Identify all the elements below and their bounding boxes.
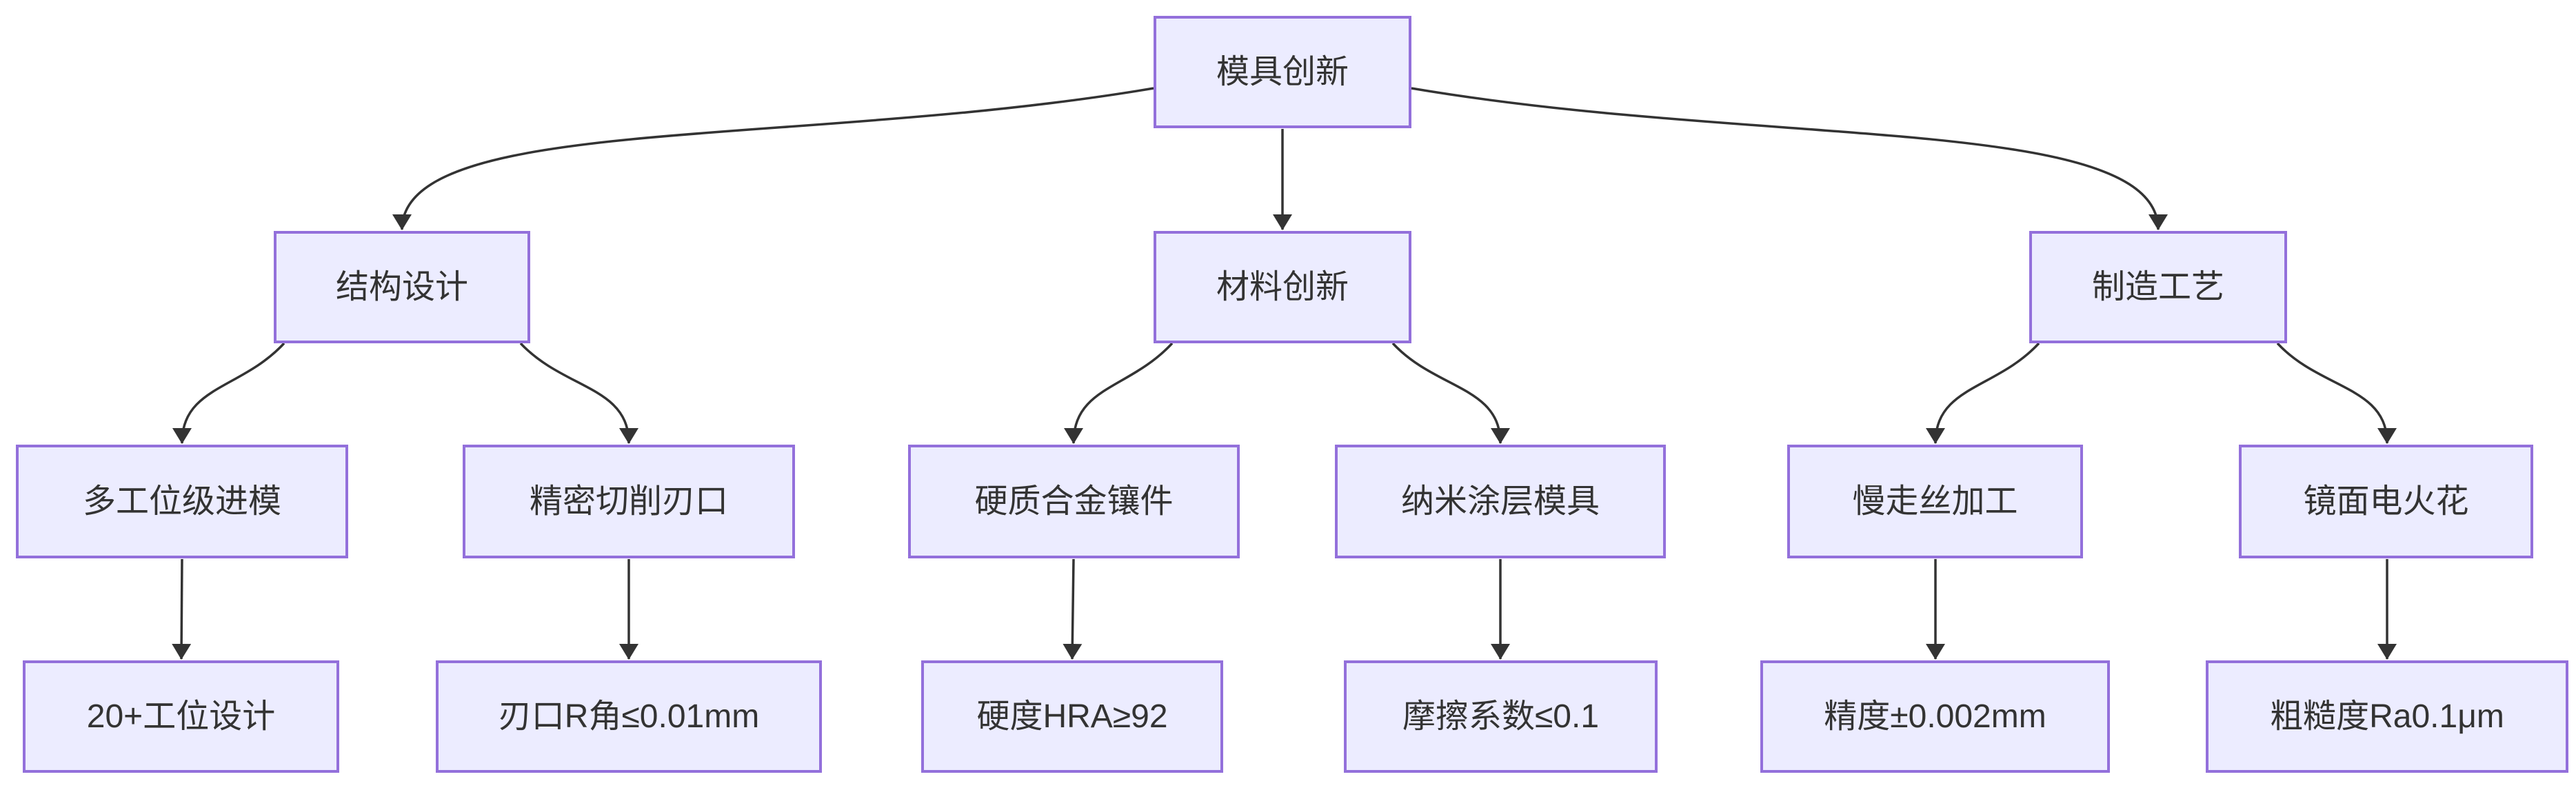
edge-process-mirror-edm bbox=[2276, 342, 2397, 444]
edge-root-structure bbox=[392, 87, 1154, 230]
node-hardness-spec: 硬度HRA≥92 bbox=[921, 660, 1223, 773]
node-precision-cutting-edge: 精密切削刃口 bbox=[463, 445, 795, 558]
node-structure-design: 结构设计 bbox=[274, 231, 530, 343]
edge-structure-multi-station bbox=[172, 342, 285, 444]
node-friction-spec: 摩擦系数≤0.1 bbox=[1344, 660, 1658, 773]
edge-multi-station-station-design bbox=[172, 558, 192, 660]
node-multi-station-die: 多工位级进模 bbox=[16, 445, 348, 558]
node-roughness-spec: 粗糙度Ra0.1μm bbox=[2206, 660, 2568, 773]
edge-process-slow-wire bbox=[1926, 342, 2040, 444]
node-nano-coating-mold: 纳米涂层模具 bbox=[1335, 445, 1666, 558]
node-slow-wire-cutting: 慢走丝加工 bbox=[1787, 445, 2083, 558]
node-manufacturing-process: 制造工艺 bbox=[2029, 231, 2287, 343]
edge-material-nano-coating bbox=[1391, 342, 1510, 444]
node-edge-radius-spec: 刃口R角≤0.01mm bbox=[436, 660, 822, 773]
node-root: 模具创新 bbox=[1154, 16, 1411, 128]
node-accuracy-spec: 精度±0.002mm bbox=[1760, 660, 2110, 773]
edge-material-carbide-insert bbox=[1064, 342, 1174, 444]
node-material-innovation: 材料创新 bbox=[1154, 231, 1411, 343]
node-carbide-insert: 硬质合金镶件 bbox=[908, 445, 1240, 558]
edge-structure-precision-edge bbox=[519, 342, 638, 444]
edge-root-process bbox=[1411, 87, 2168, 230]
node-mirror-edm: 镜面电火花 bbox=[2239, 445, 2533, 558]
node-station-design-spec: 20+工位设计 bbox=[23, 660, 339, 773]
edge-carbide-insert-hardness bbox=[1063, 558, 1083, 660]
